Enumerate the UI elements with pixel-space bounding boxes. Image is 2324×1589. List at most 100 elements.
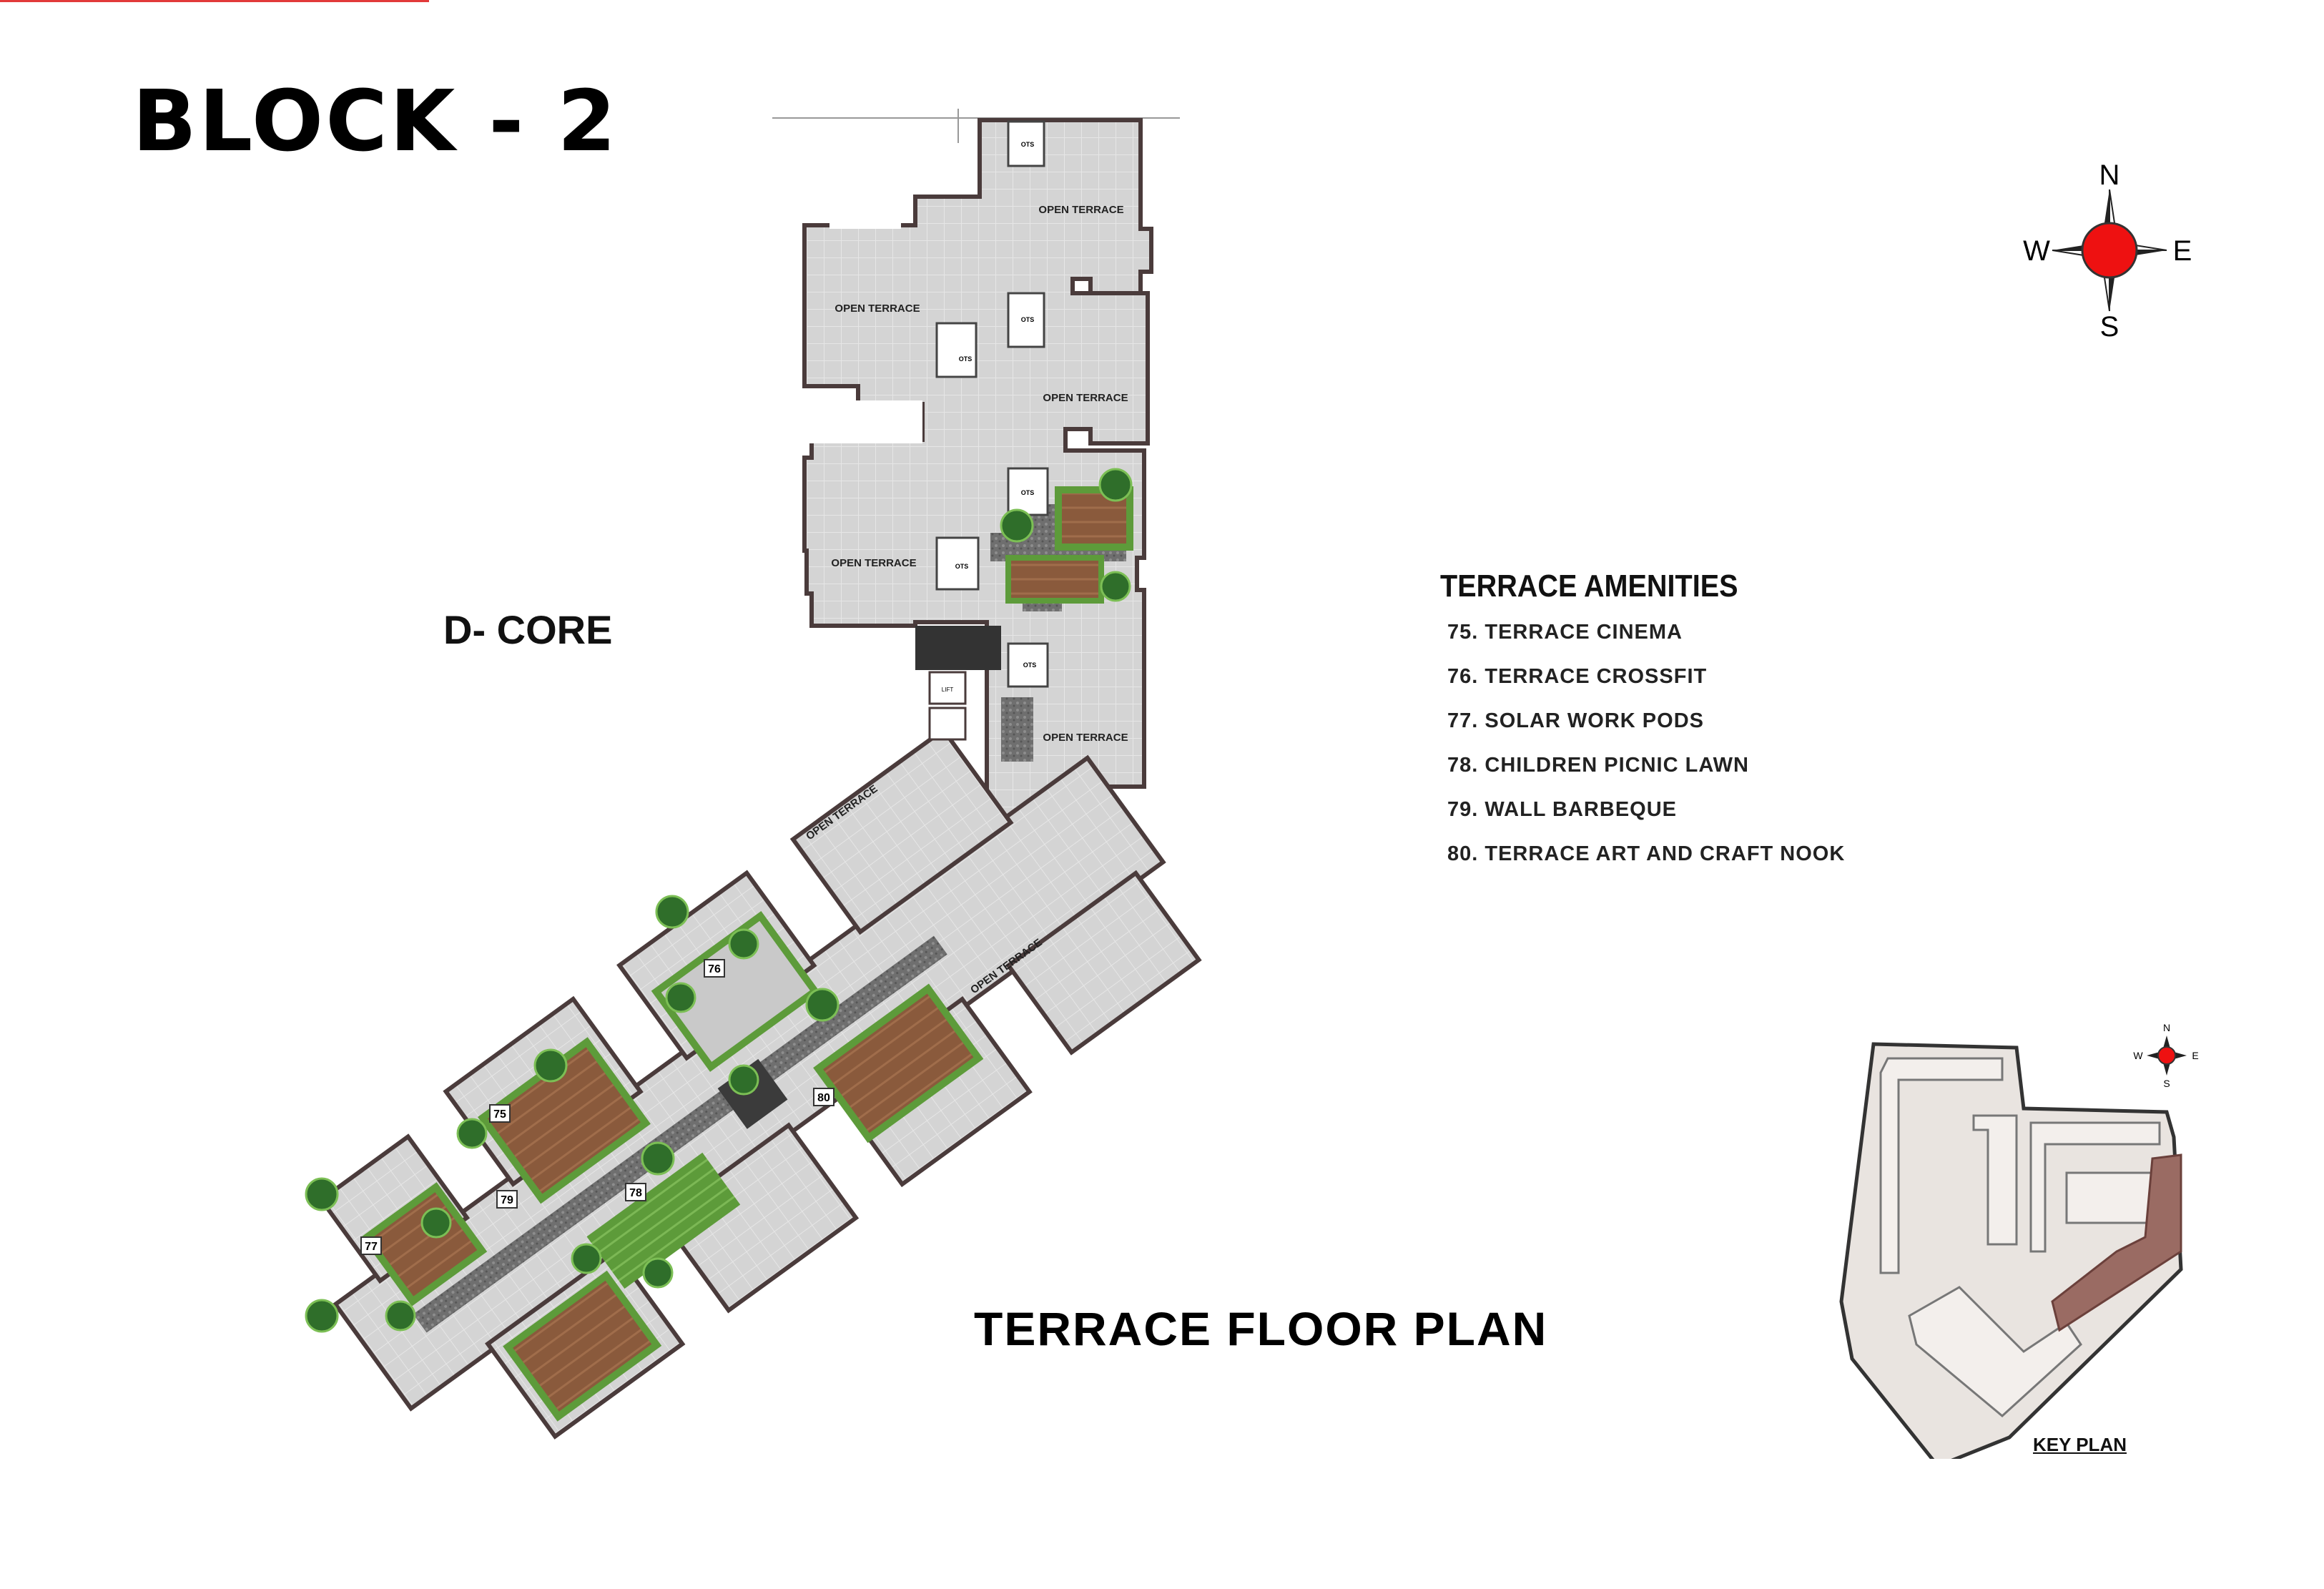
key-plan-buildings xyxy=(1879,1057,2161,1417)
palm-plant xyxy=(1100,571,1131,602)
ots-shaft xyxy=(935,536,980,591)
marker-76: 76 xyxy=(708,963,721,975)
palm-plant xyxy=(728,928,759,960)
terrace-lobe xyxy=(1005,870,1202,1056)
open-terrace-label: OPEN TERRACE xyxy=(1038,204,1123,216)
amenity-item: 79. WALL BARBEQUE xyxy=(1447,798,1678,821)
key-plan-block xyxy=(1908,1286,2082,1417)
compass-w: W xyxy=(2023,235,2050,267)
lift xyxy=(928,707,967,741)
ots-shaft xyxy=(1007,467,1049,516)
marker-76-box xyxy=(704,959,725,978)
marker-75: 75 xyxy=(493,1108,506,1121)
palm-plant xyxy=(385,1300,416,1332)
marker-75-box xyxy=(489,1104,511,1123)
compass-s: S xyxy=(2100,311,2119,343)
key-plan-compass: N S W E xyxy=(2133,1022,2198,1089)
key-plan-block xyxy=(1972,1114,2018,1246)
palm-plant xyxy=(571,1243,602,1274)
amenity-78-zone xyxy=(586,1152,741,1289)
palm-plant xyxy=(305,1177,339,1211)
amenity-item: 77. SOLAR WORK PODS xyxy=(1447,709,1704,732)
key-compass-w: W xyxy=(2133,1050,2143,1061)
page-title: BLOCK - 2 xyxy=(132,72,619,170)
key-plan-court xyxy=(2065,1171,2154,1224)
key-plan-block xyxy=(2029,1121,2161,1253)
compass-n: N xyxy=(2099,159,2120,191)
ots-shaft xyxy=(1007,120,1045,167)
key-compass-n: N xyxy=(2163,1022,2170,1033)
ots-label: OTS xyxy=(1021,489,1035,496)
marker-79-box xyxy=(496,1190,518,1209)
amenity-80-zone xyxy=(813,983,984,1143)
marker-78: 78 xyxy=(629,1187,642,1199)
lift xyxy=(928,671,967,705)
open-terrace-label: OPEN TERRACE xyxy=(1043,732,1128,744)
ots-label: OTS xyxy=(1021,316,1035,323)
palm-plant xyxy=(420,1207,452,1239)
amenity-item: 78. CHILDREN PICNIC LAWN xyxy=(1447,754,1749,777)
compass-e: E xyxy=(2173,235,2192,267)
terrace-lobe xyxy=(789,727,1014,935)
compass-rose: N S W E xyxy=(2023,159,2192,343)
deck-area xyxy=(1005,555,1104,604)
amenity-75-zone xyxy=(478,1037,651,1204)
ots-label: OTS xyxy=(1021,141,1035,148)
palm-plant xyxy=(805,988,840,1022)
gravel-path xyxy=(1001,697,1033,762)
marker-79: 79 xyxy=(501,1194,513,1206)
plan-title: TERRACE FLOOR PLAN xyxy=(974,1302,1548,1355)
palm-plant xyxy=(642,1257,674,1289)
palm-plant xyxy=(665,982,696,1013)
ots-label: OTS xyxy=(1023,661,1037,669)
north-wing xyxy=(802,118,1153,825)
lift-core: LIFT xyxy=(915,626,1033,762)
palm-plant xyxy=(305,1299,339,1333)
wing-notch xyxy=(808,400,922,443)
key-plan: N S W E xyxy=(1839,1022,2199,1459)
amenity-item: 80. TERRACE ART AND CRAFT NOOK xyxy=(1447,842,1846,865)
block-2-highlight xyxy=(2051,1153,2182,1332)
site-boundary xyxy=(1839,1042,2183,1459)
compass-center xyxy=(2081,222,2138,279)
marker-78-box xyxy=(625,1183,646,1201)
amenity-item: 75. TERRACE CINEMA xyxy=(1447,621,1683,644)
ots-shaft xyxy=(1007,642,1049,688)
ots-label: OTS xyxy=(959,355,973,363)
key-plan-label: KEY PLAN xyxy=(2033,1434,2127,1455)
ots-shaft xyxy=(1007,292,1045,348)
open-terrace-label: OPEN TERRACE xyxy=(1043,392,1128,404)
amenity-item: 76. TERRACE CROSSFIT xyxy=(1447,665,1708,688)
key-compass-e: E xyxy=(2192,1050,2198,1061)
marker-77-box xyxy=(360,1236,382,1255)
terrace-lobe xyxy=(658,1122,860,1314)
ots-shaft xyxy=(935,322,978,378)
wing-notch xyxy=(829,207,901,229)
palm-plant xyxy=(728,1064,759,1096)
amenity-77-zone xyxy=(361,1182,488,1307)
ots-label: OTS xyxy=(955,563,969,570)
palm-plant xyxy=(456,1118,488,1149)
palm-plant xyxy=(1000,508,1034,543)
marker-77: 77 xyxy=(365,1241,378,1253)
plants xyxy=(305,468,1133,1333)
amenities-list: 75. TERRACE CINEMA 76. TERRACE CROSSFIT … xyxy=(1447,621,1845,887)
top-accent-rule xyxy=(0,0,429,2)
ots-boxes: OTS OTS OTS OTS OTS OTS xyxy=(935,120,1049,688)
amenity-76-zone xyxy=(651,910,820,1072)
gravel-corridor xyxy=(413,935,947,1333)
palm-plant xyxy=(641,1141,675,1176)
amenity-79-zone xyxy=(503,1270,662,1422)
marker-80: 80 xyxy=(817,1092,830,1104)
amenities-heading: TERRACE AMENITIES xyxy=(1440,569,1738,604)
core-label: D- CORE xyxy=(443,607,613,652)
marker-80-box xyxy=(813,1088,834,1106)
key-plan-block xyxy=(1879,1057,2004,1274)
palm-plant xyxy=(533,1048,568,1083)
amenity-markers: 75 76 77 78 79 80 xyxy=(360,959,834,1255)
palm-plant xyxy=(655,895,689,929)
key-compass-s: S xyxy=(2163,1078,2170,1089)
lift-label: LIFT xyxy=(942,687,954,693)
stair-core xyxy=(915,626,1001,670)
